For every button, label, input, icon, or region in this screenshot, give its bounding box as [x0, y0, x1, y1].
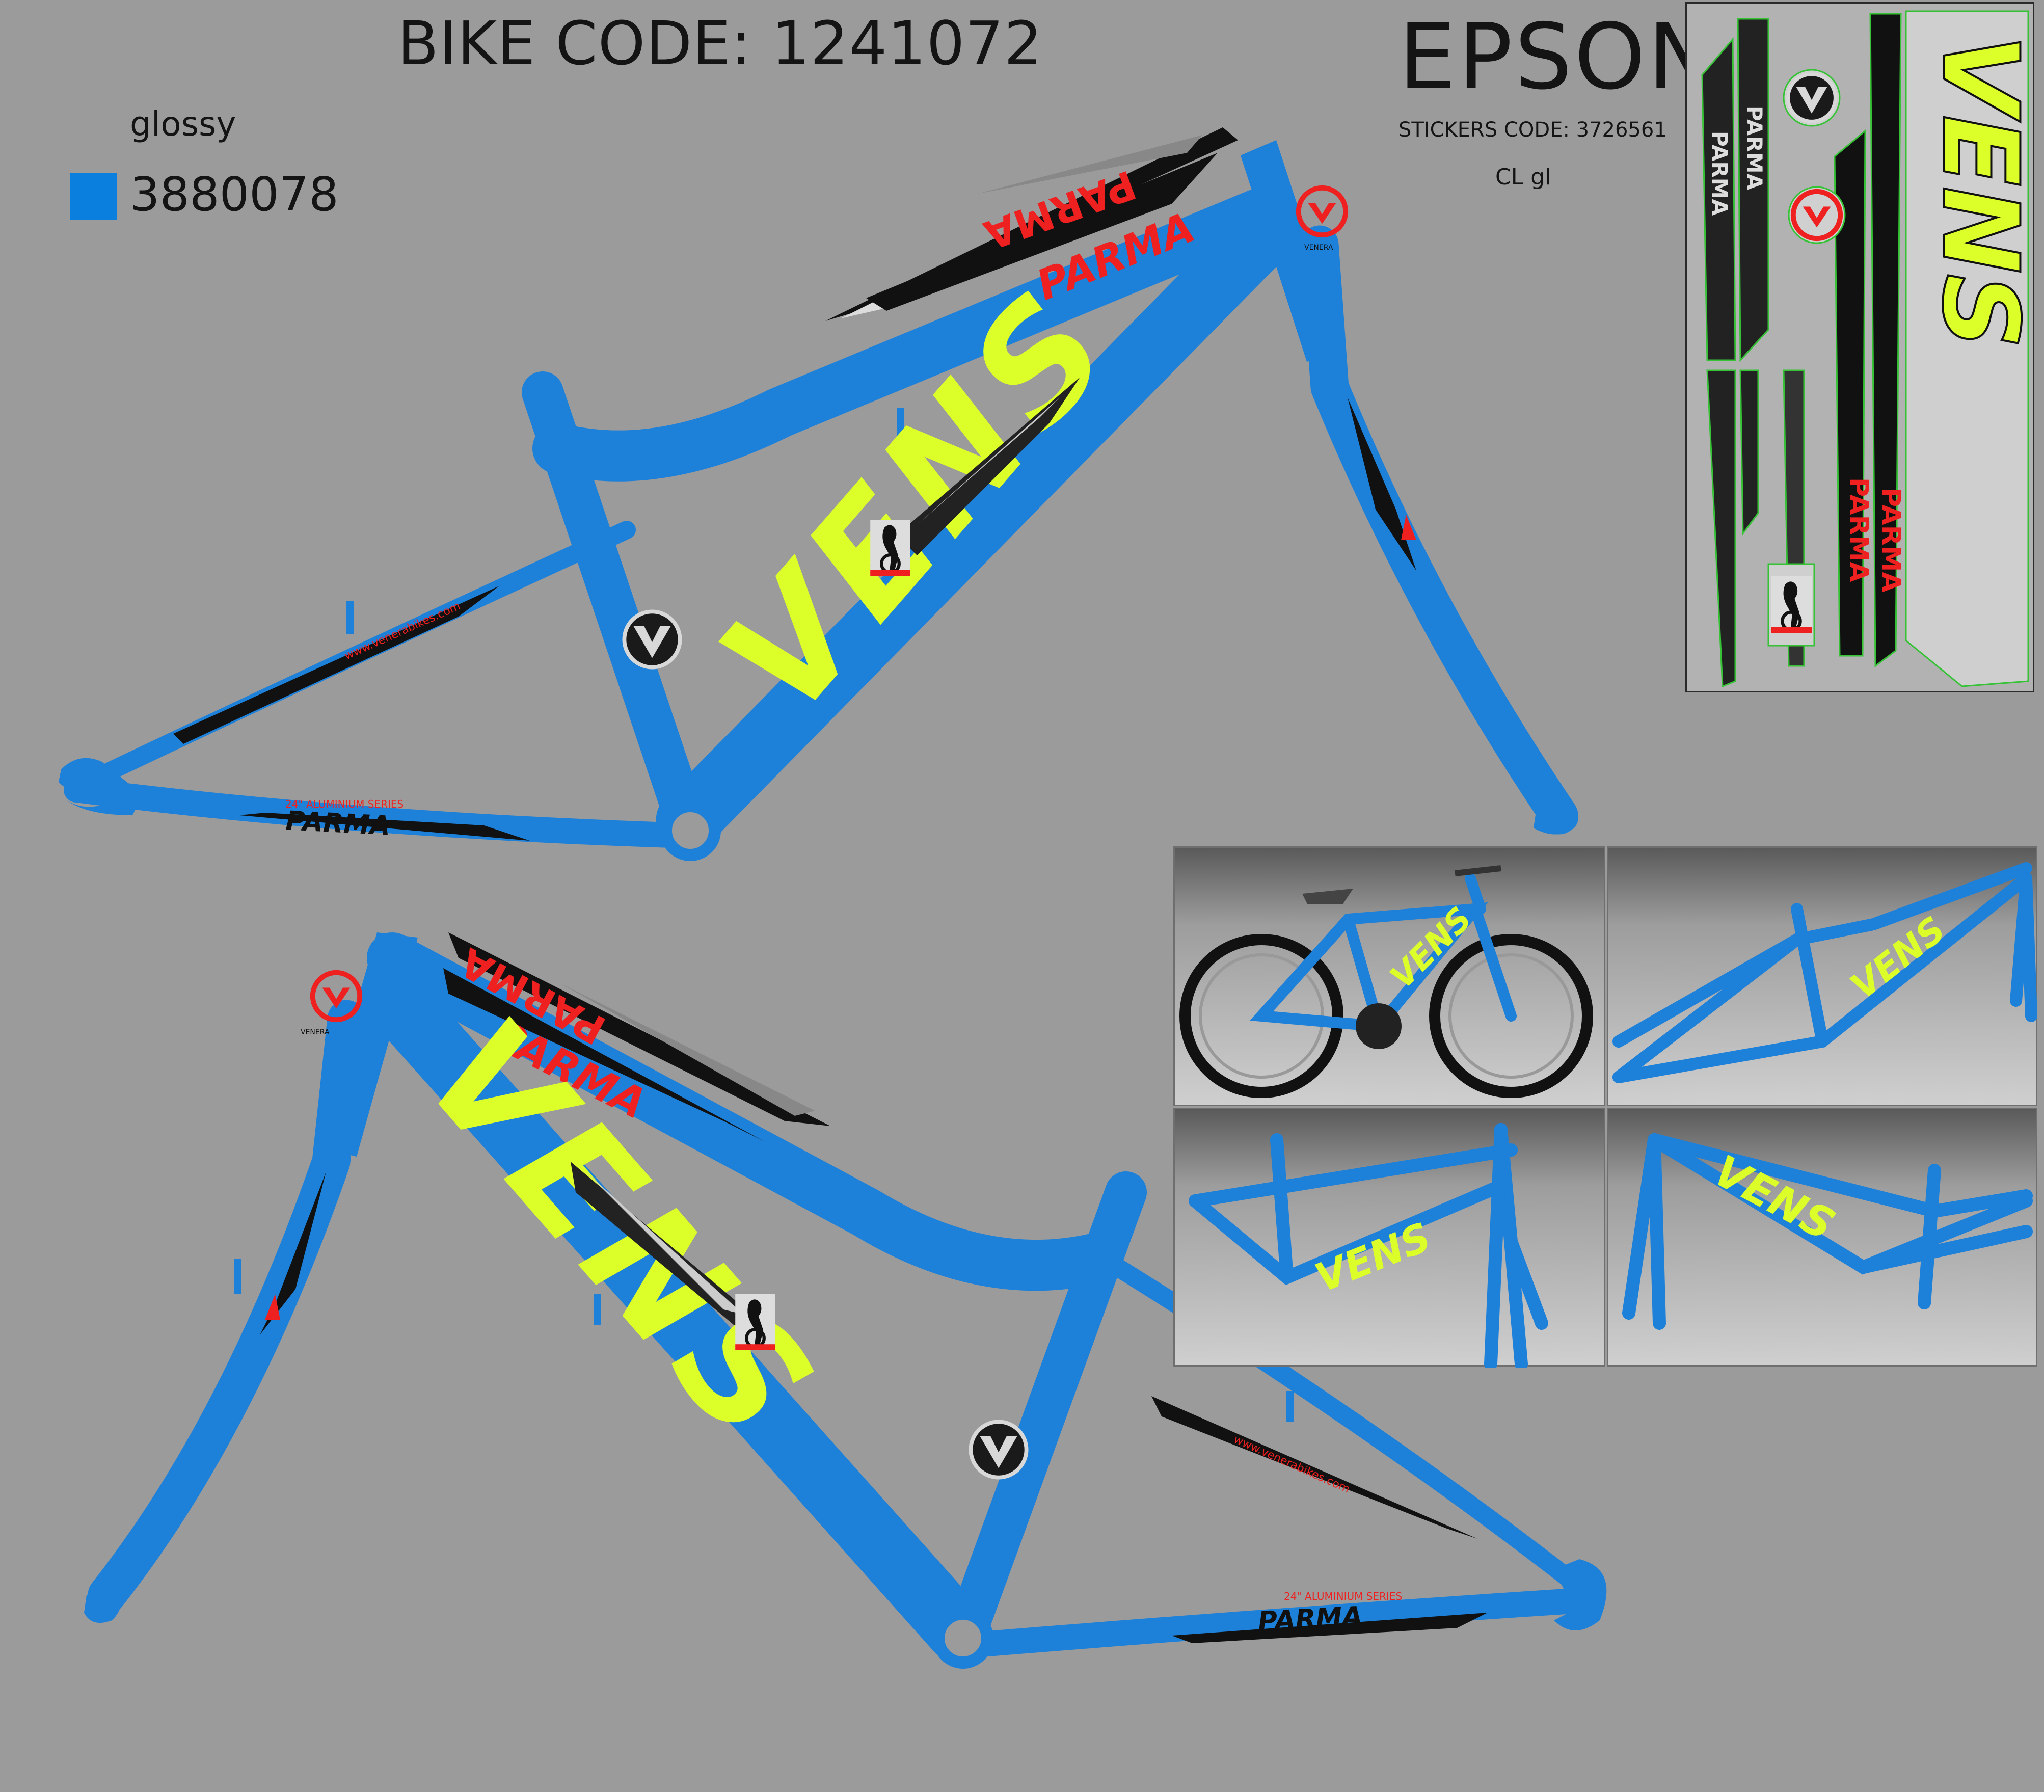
frame-top: PARMA PARMA VENS www.venerabikes.com PAR… [59, 127, 1578, 861]
website-decal: www.venerabikes.com [342, 600, 462, 662]
rider-icon [1771, 576, 1812, 633]
color-code-label: 3880078 [130, 167, 339, 222]
sheet-brand-decal: VENS [1919, 34, 2036, 349]
series-decal: 24" ALUMINIUM SERIES [1284, 1590, 1402, 1602]
color-swatch [70, 173, 117, 220]
render-frame-angle-3: VENS [1607, 1108, 2037, 1367]
model-chainstay-decal: PARMA [285, 806, 391, 842]
sheet-model-decal: PARMA [1707, 131, 1732, 216]
venera-logo-icon [1788, 74, 1835, 121]
sheet-model-decal: PARMA [1742, 105, 1767, 191]
coating-label: CL gl [1495, 164, 1551, 190]
sheet-model-decal: PARMA [1843, 477, 1874, 582]
printer-label: EPSON [1398, 4, 1718, 110]
logo-caption: VENERA [301, 1028, 330, 1036]
series-decal: 24" ALUMINIUM SERIES [285, 798, 404, 810]
bike-code-label: BIKE CODE: 1241072 [397, 8, 1043, 78]
sticker-sheet: VENS PARMA PARMA PARMA PARMA [1685, 2, 2036, 692]
render-complete-bike: VENS [1173, 846, 1605, 1106]
model-chainstay-decal: PARMA [1257, 1601, 1363, 1637]
venera-logo-icon [624, 611, 680, 667]
stickers-code-label: STICKERS CODE: 3726561 [1398, 118, 1667, 142]
rider-icon [735, 1294, 775, 1350]
rider-icon [870, 520, 910, 576]
venera-logo-icon [971, 1422, 1026, 1477]
website-decal: www.venerabikes.com [1232, 1433, 1352, 1496]
finish-label: glossy [130, 104, 236, 144]
render-brand-decal: VENS [1309, 1214, 1437, 1302]
render-brand-decal: VENS [1706, 1145, 1843, 1250]
render-frame-angle-1: VENS [1607, 846, 2037, 1106]
sheet-model-decal: PARMA [1875, 488, 1906, 593]
render-frame-angle-2: VENS [1173, 1108, 1605, 1368]
logo-caption: VENERA [1304, 244, 1333, 252]
